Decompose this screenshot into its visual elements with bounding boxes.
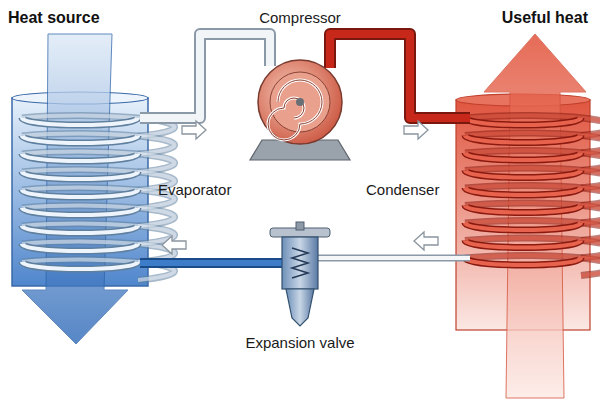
coil-turn (22, 262, 138, 269)
coil-turn (465, 223, 581, 230)
coil-turn (465, 256, 600, 276)
compressor-symbol (250, 60, 350, 160)
coil-turn (22, 154, 138, 161)
useful-heat-arrow (484, 34, 586, 398)
coil-turn (22, 136, 138, 143)
coil-turn (22, 262, 138, 269)
coil-turn (465, 258, 581, 265)
part-name: Evaporator (158, 181, 231, 198)
coil-turn (465, 118, 581, 125)
coil-turn (465, 136, 581, 143)
expansion-valve-symbol (270, 222, 330, 326)
coil-turn (22, 172, 138, 179)
coil-turn (465, 153, 581, 160)
pipes (140, 34, 470, 263)
coil-turn (22, 244, 138, 251)
coil-turn (22, 154, 138, 161)
coil-turn (465, 171, 581, 178)
coil-turn (22, 244, 138, 251)
coil-turn (22, 226, 138, 233)
part-name: Condenser (366, 181, 439, 198)
heat-label: Heat source (8, 9, 100, 27)
coil-turn (22, 118, 138, 125)
coil-turn (22, 118, 138, 125)
coil-turn (22, 172, 138, 179)
heat-label: Useful heat (502, 9, 588, 27)
coil-turn (465, 118, 581, 125)
coil-turn (465, 223, 581, 230)
evaporator-coil (22, 116, 174, 280)
condenser-coil (465, 116, 600, 276)
part-name: Expansion valve (245, 334, 354, 351)
coil-turn (22, 226, 138, 233)
coil-turn (465, 153, 581, 160)
coil-turn (465, 188, 581, 195)
coil-turn (22, 190, 138, 197)
coil-turn (465, 136, 581, 143)
coil-turn (465, 206, 581, 213)
part-name: Compressor (259, 9, 341, 26)
coil-turn (22, 190, 138, 197)
coil-turn (22, 208, 138, 215)
coil-turn (465, 206, 581, 213)
coil-turn (465, 258, 581, 265)
coil-turn (22, 136, 138, 143)
coil-turn (465, 241, 581, 248)
coil-turn (465, 241, 581, 248)
coil-turn (465, 188, 581, 195)
coil-turn (465, 171, 581, 178)
coil-turn (465, 256, 600, 276)
coil-turn (22, 208, 138, 215)
